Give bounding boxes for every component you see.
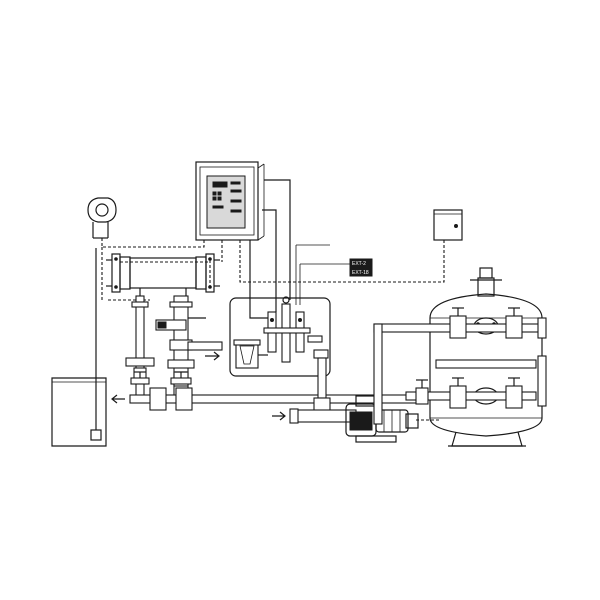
- arrow-left-icon: [111, 394, 125, 404]
- ext2-label: EXT-2: [352, 261, 366, 267]
- filter-manifold: [373, 307, 547, 425]
- arrow-right-icon: [205, 351, 220, 361]
- exchanger-pipes: [125, 295, 223, 397]
- pump: [345, 395, 419, 443]
- gauge-sensor: [87, 197, 117, 239]
- left-valves: [130, 371, 192, 385]
- ext18-label: EXT-18: [352, 270, 369, 276]
- ext18-tag: [349, 267, 373, 277]
- ext-labels: EXT-2 EXT-18: [349, 258, 373, 277]
- signal-wiring: [101, 238, 445, 421]
- junction-box: [433, 209, 463, 241]
- arrow-right-icon-2: [272, 411, 286, 421]
- control-cabinet: [195, 161, 265, 241]
- ext2-tag: [349, 258, 373, 268]
- dosing-panel: [229, 296, 331, 377]
- cable-lines: [249, 179, 350, 319]
- heat-exchanger: [106, 253, 220, 296]
- sand-filter: [429, 267, 543, 447]
- main-pipe: [129, 387, 427, 411]
- storage-tank: [51, 248, 107, 447]
